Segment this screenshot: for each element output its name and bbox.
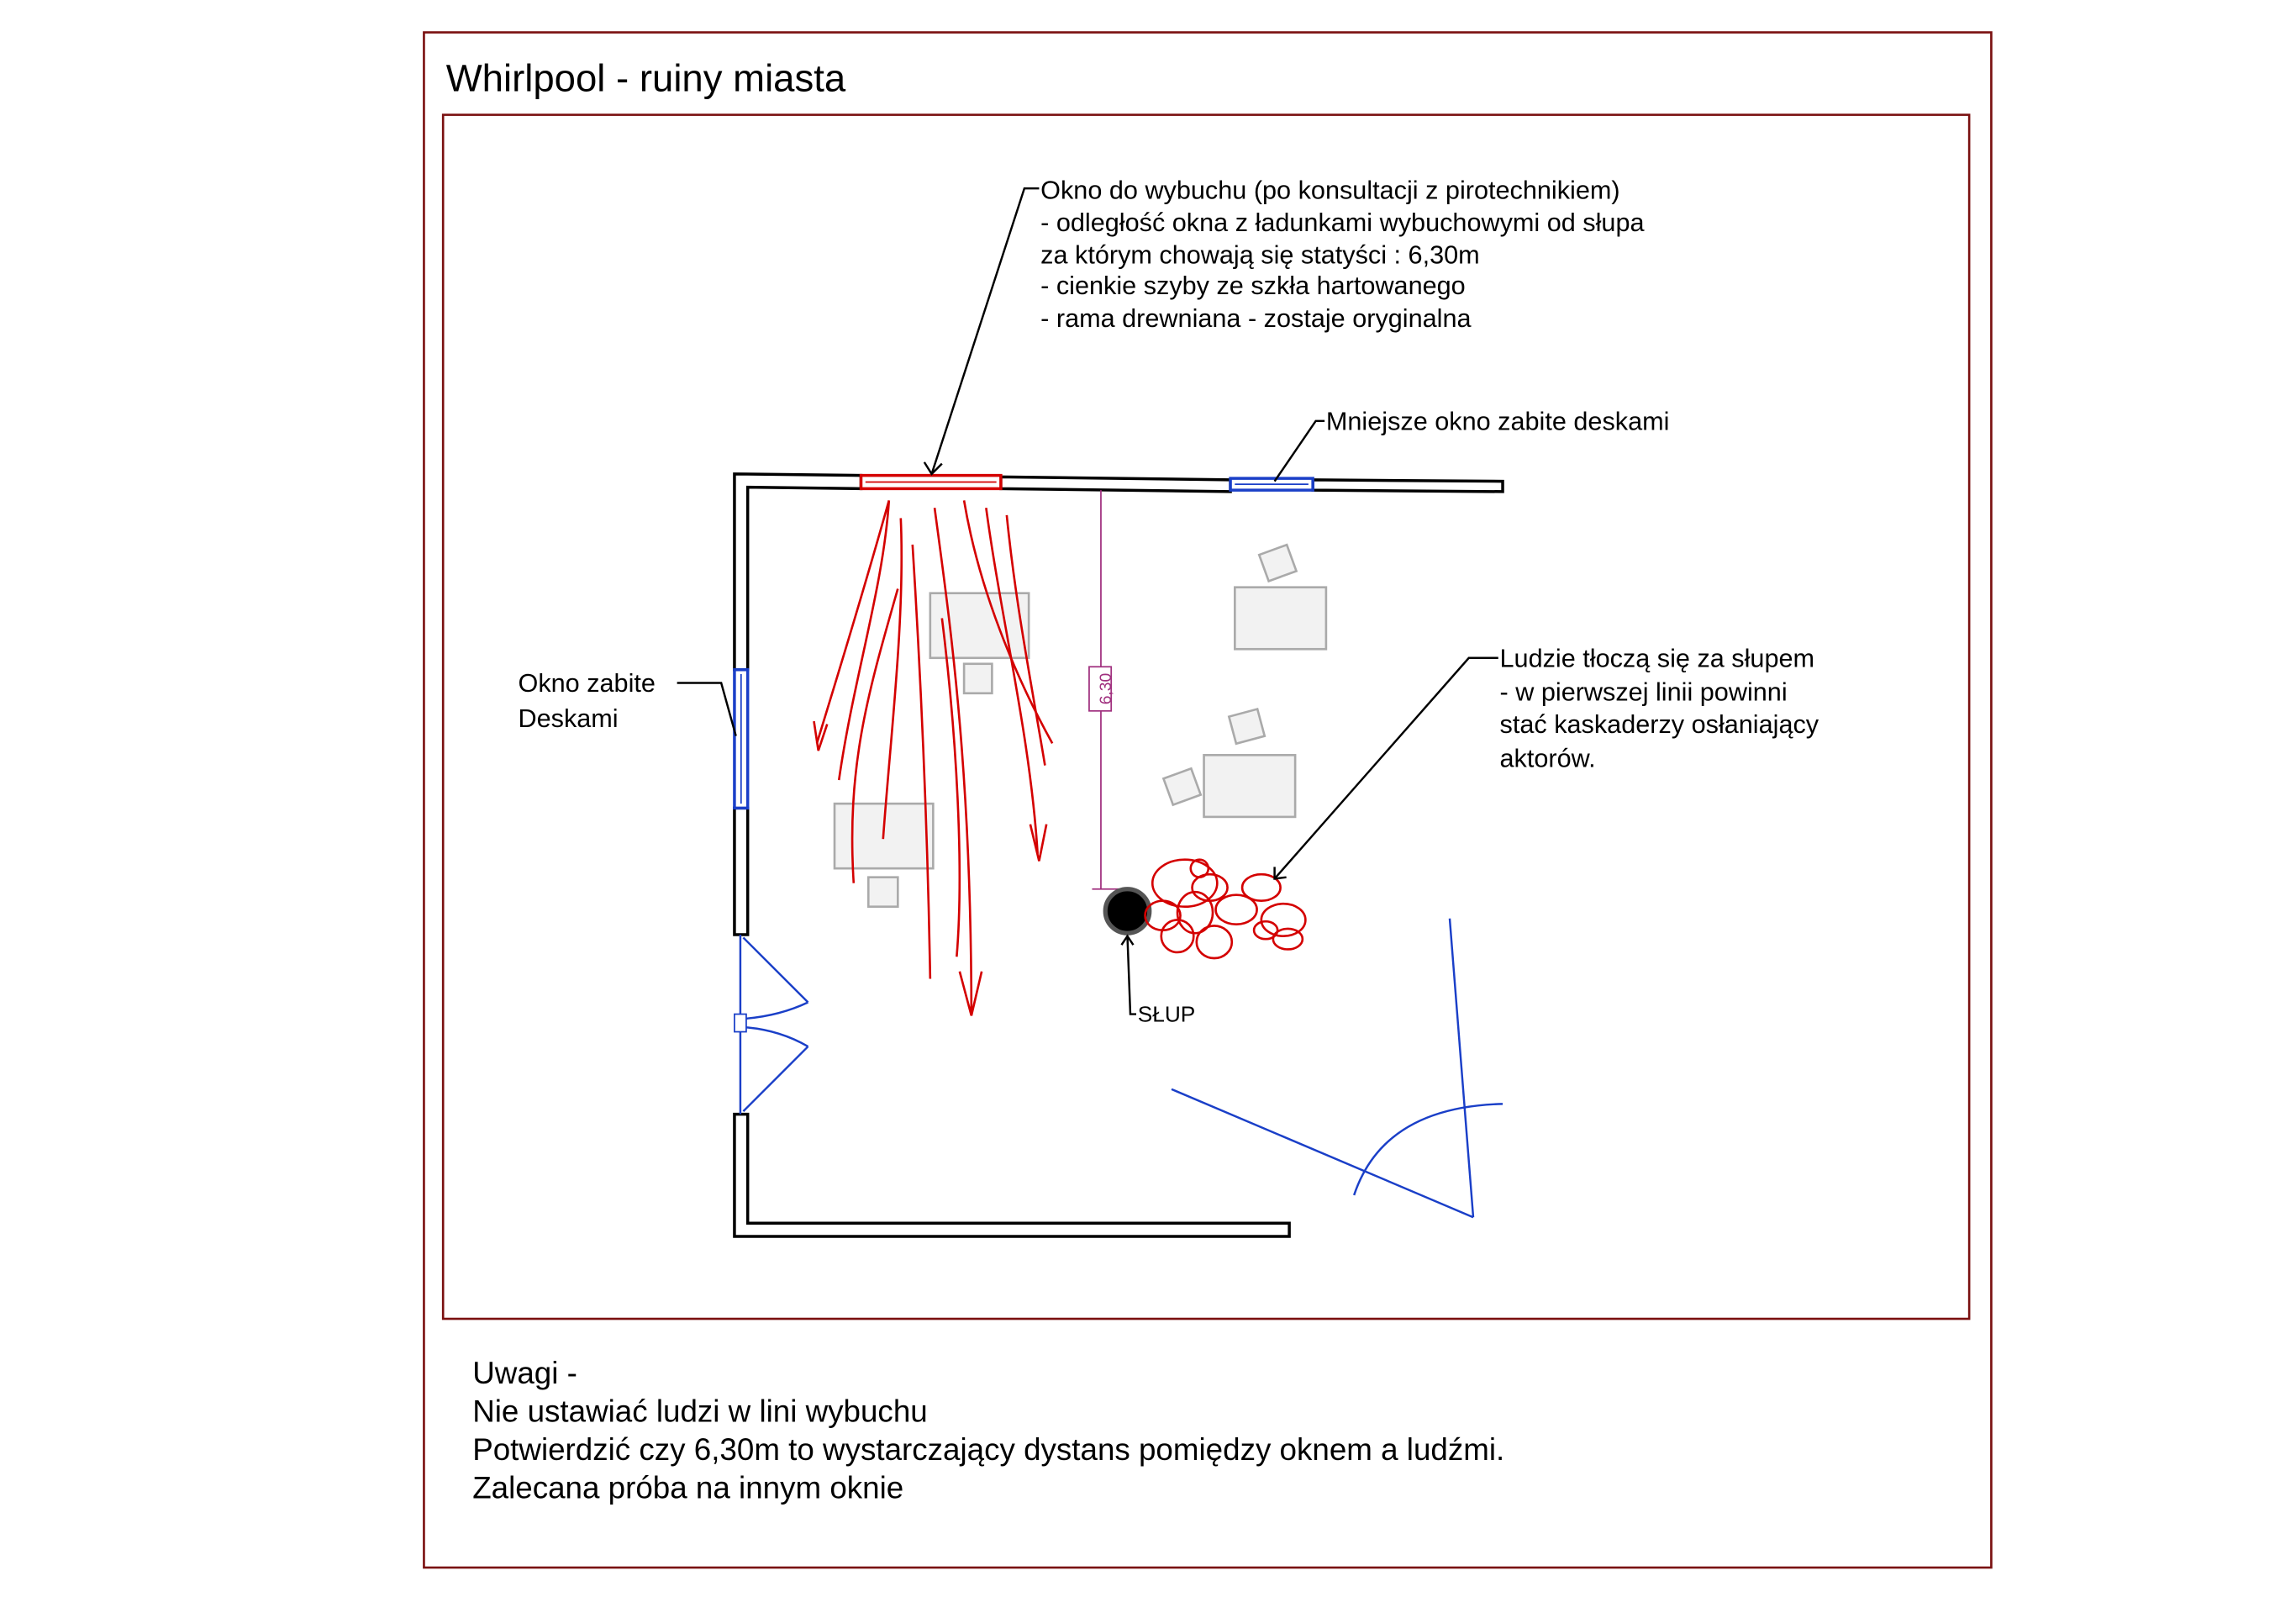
explosion-blast-sketch xyxy=(813,500,1054,1016)
sheet-title: Whirlpool - ruiny miasta xyxy=(446,57,846,100)
explosion-window xyxy=(859,473,1003,491)
furniture xyxy=(833,543,1328,909)
small-window-note: Mniejsze okno zabite deskami xyxy=(1326,407,1670,435)
svg-text:Uwagi -: Uwagi - xyxy=(472,1356,577,1390)
svg-text:aktorów.: aktorów. xyxy=(1500,744,1596,772)
leader-lines xyxy=(677,187,1498,1015)
pillar-label: SŁUP xyxy=(1138,1001,1196,1026)
svg-text:- rama drewniana - zostaje ory: - rama drewniana - zostaje oryginalna xyxy=(1040,304,1472,333)
small-boarded-window xyxy=(1229,477,1314,492)
svg-text:- w pierwszej linii powinni: - w pierwszej linii powinni xyxy=(1500,678,1788,707)
open-door xyxy=(1171,918,1503,1219)
svg-text:Ludzie tłoczą się za słupem: Ludzie tłoczą się za słupem xyxy=(1500,644,1814,672)
svg-text:Nie ustawiać ludzi w lini wybu: Nie ustawiać ludzi w lini wybuchu xyxy=(472,1394,928,1429)
svg-text:- cienkie szyby ze szkła harto: - cienkie szyby ze szkła hartowanego xyxy=(1040,271,1466,300)
svg-text:za którym chowają się statyści: za którym chowają się statyści : 6,30m xyxy=(1040,240,1480,269)
dimension-label: 6,30 xyxy=(1098,673,1115,704)
crowd-sketch xyxy=(1144,858,1307,960)
left-window-note: Okno zabite Deskami xyxy=(519,669,656,733)
svg-text:Okno do wybuchu (po konsultacj: Okno do wybuchu (po konsultacji z pirote… xyxy=(1040,176,1619,204)
crowd-note: Ludzie tłoczą się za słupem - w pierwsze… xyxy=(1500,644,1819,772)
outer-frame xyxy=(423,31,1993,1569)
svg-text:Potwierdzić czy 6,30m to wysta: Potwierdzić czy 6,30m to wystarczający d… xyxy=(472,1432,1504,1467)
remarks: Uwagi - Nie ustawiać ludzi w lini wybuch… xyxy=(472,1356,1504,1505)
svg-text:Zalecana próba na innym oknie: Zalecana próba na innym oknie xyxy=(472,1471,903,1505)
double-door xyxy=(734,934,809,1115)
svg-text:stać kaskaderzy osłaniający: stać kaskaderzy osłaniający xyxy=(1500,710,1819,739)
svg-text:Okno zabite: Okno zabite xyxy=(519,669,656,698)
svg-text:- odległość okna z ładunkami w: - odległość okna z ładunkami wybuchowymi… xyxy=(1040,208,1645,237)
drawing-frame xyxy=(441,113,1971,1320)
svg-text:Deskami: Deskami xyxy=(519,704,619,733)
pillar xyxy=(1103,887,1152,936)
left-boarded-window xyxy=(733,668,750,810)
dimension-line: 6,30 xyxy=(1088,490,1126,890)
explosion-window-note: Okno do wybuchu (po konsultacji z pirote… xyxy=(1040,176,1645,332)
